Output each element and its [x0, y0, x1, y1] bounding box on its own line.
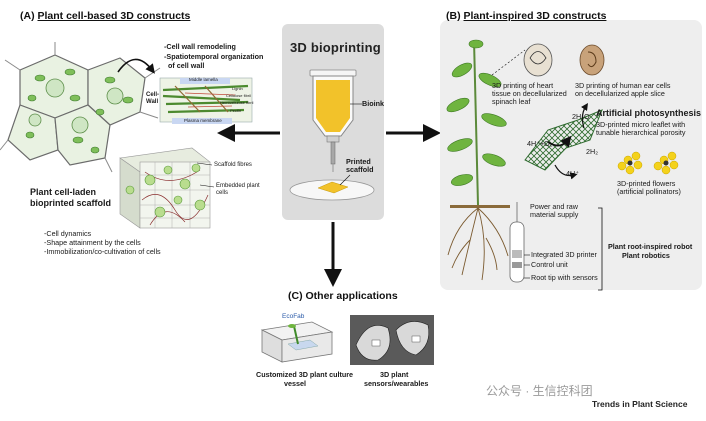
vessel-caption-1: Customized 3D plant culture — [256, 370, 354, 379]
bullet-shape-attainment: -Shape attainment by the cells — [44, 238, 141, 247]
panel-b-letter: (B) — [446, 10, 461, 22]
label-h2: 2H₂ — [586, 147, 598, 156]
power-caption-1: Power and raw — [530, 202, 578, 211]
label-plasma-membrane: Plasma membrane — [184, 118, 222, 123]
bullet-cell-dynamics: -Cell dynamics — [44, 229, 92, 238]
watermark-text: 公众号 · 生信控科团 — [486, 384, 593, 398]
heart-caption-3: spinach leaf — [492, 97, 531, 106]
bioprinted-scaffold-cube — [119, 147, 211, 229]
wall-note-1: -Cell wall remodeling — [164, 42, 236, 51]
heart-caption-2: tissue on decellularized — [492, 89, 567, 98]
ear-caption-1: 3D printing of human ear cells — [575, 81, 671, 90]
wall-note-3: of cell wall — [168, 61, 205, 70]
label-h2o: 2H₂O — [572, 112, 590, 121]
label-scaffold-fibres: Scaffold fibres — [214, 162, 252, 168]
label-middle-lamella: Middle lamella — [189, 77, 218, 82]
wall-note-2: -Spatiotemporal organization — [164, 52, 264, 61]
plant-sensor-image — [350, 315, 434, 365]
bioink-label: Bioink — [362, 99, 384, 108]
root-tip-label: Root tip with sensors — [531, 273, 598, 282]
label-cellulose-fibril: Cellulose fibril — [226, 93, 251, 98]
heart-caption-1: 3D printing of heart — [492, 81, 554, 90]
photosynthesis-caption-2: tunable hierarchical porosity — [596, 128, 686, 137]
control-unit-label: Control unit — [531, 260, 568, 269]
label-lignin: Lignin — [232, 86, 243, 91]
panel-a-letter: (A) — [20, 10, 35, 22]
flowers-caption-1: 3D-printed flowers — [617, 179, 676, 188]
ecofab-label: EcoFab — [282, 313, 305, 320]
heart-on-leaf-image — [523, 43, 553, 77]
panel-b-header: (B) Plant-inspired 3D constructs — [446, 10, 606, 22]
journal-name: Trends in Plant Science — [592, 399, 688, 409]
bioprinter-syringe — [309, 69, 357, 172]
panel-c-title: (C) Other applications — [288, 290, 398, 302]
ear-on-apple-image — [579, 44, 605, 76]
culture-vessel-illustration — [260, 321, 334, 363]
sensor-caption-2: sensors/wearables — [364, 379, 429, 388]
printed-scaffold-label: Printed scaffold — [346, 157, 374, 175]
bioprinting-title: 3D bioprinting — [290, 40, 381, 55]
printer-label: Integrated 3D printer — [531, 250, 597, 259]
panel-b-background — [440, 20, 702, 290]
plant-cells-illustration — [0, 42, 161, 173]
label-embedded-cells: Embedded plant cells — [216, 183, 260, 196]
sensor-caption-1: 3D plant — [380, 370, 409, 379]
plant-illustration — [446, 39, 510, 281]
label-reaction-in: 4H⁺+O₂ — [527, 139, 553, 148]
cell-wall-diagram — [159, 77, 253, 124]
printed-scaffold-dish — [289, 179, 375, 201]
flowers-caption-2: (artificial pollinators) — [617, 187, 681, 196]
ear-caption-2: on decellularized apple slice — [575, 89, 665, 98]
vessel-caption-2: vessel — [284, 379, 306, 388]
scaffold-title-2: bioprinted scaffold — [30, 198, 111, 208]
scaffold-title-1: Plant cell-laden — [30, 187, 97, 197]
photosynthesis-caption-1: 3D-printed micro leaflet with — [596, 120, 686, 129]
label-hemicellulose-fibril: Hemicellulose fibril — [220, 100, 254, 105]
bullet-immobilization: -Immobilization/co-cultivation of cells — [44, 247, 161, 256]
artificial-flowers — [617, 151, 679, 175]
photosynthesis-title: Artificial photosynthesis — [596, 108, 702, 118]
panel-a-title: Plant cell-based 3D constructs — [37, 10, 191, 22]
root-robot-illustration — [509, 202, 525, 283]
power-caption-2: material supply — [530, 210, 579, 219]
panel-a-header: (A) Plant cell-based 3D constructs — [20, 10, 190, 22]
label-pectin: Pectin — [230, 108, 242, 113]
panel-b-title: Plant-inspired 3D constructs — [463, 10, 607, 22]
label-cell-wall: Cell- Wall — [146, 92, 160, 105]
label-reaction-out: 4H⁺ — [566, 169, 579, 178]
robot-caption-1: Plant root-inspired robot — [608, 242, 693, 251]
robot-caption-2: Plant robotics — [622, 251, 670, 260]
